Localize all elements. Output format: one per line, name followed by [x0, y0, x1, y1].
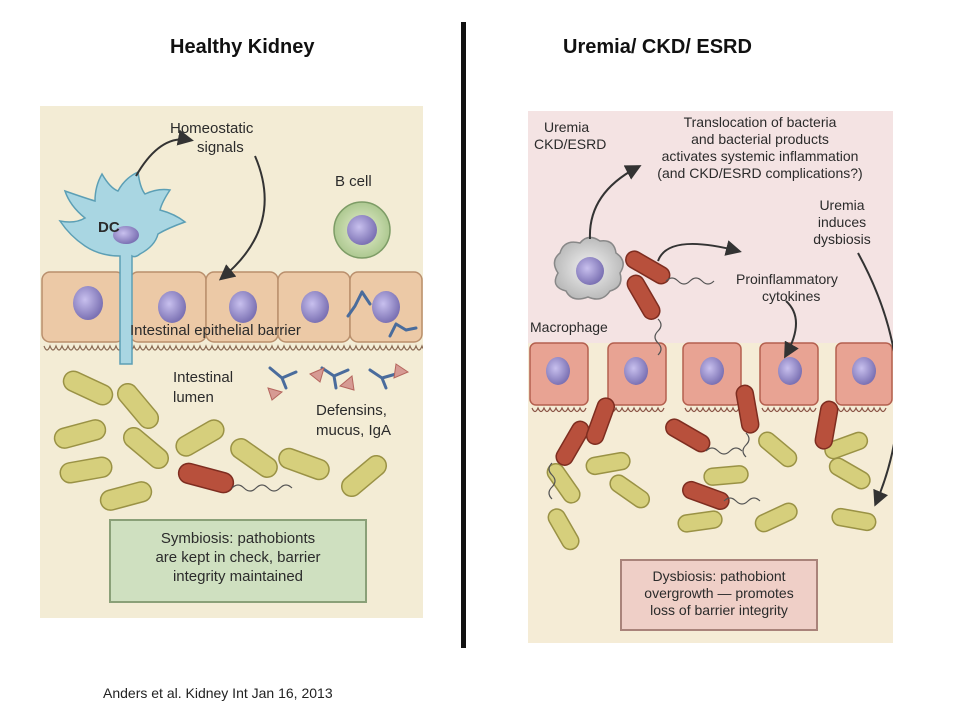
- commensal-bacteria: [53, 370, 388, 511]
- translocation-line-4: (and CKD/ESRD complications?): [657, 165, 862, 181]
- induces-line-2: induces: [818, 214, 866, 230]
- symbiosis-line-2: are kept in check, barrier: [155, 549, 320, 566]
- cytokine-arrow-out: [657, 240, 742, 262]
- uremia-panel: Uremia CKD/ESRD Proinflammatory cytokine…: [528, 111, 893, 643]
- homeostatic-arrow-in: [218, 155, 266, 281]
- dysbiosis-line-1: Dysbiosis: pathobiont: [652, 568, 785, 584]
- dc-label: DC: [98, 219, 120, 236]
- translocation-line-3: activates systemic inflammation: [662, 148, 859, 164]
- translocation-line-1: Translocation of bacteria: [684, 114, 837, 130]
- lumen-label-2: lumen: [173, 389, 214, 406]
- homeostatic-label: Homeostatic: [170, 120, 254, 137]
- pathobiont-bacteria: [555, 250, 839, 511]
- proinflammatory-label: Proinflammatory: [736, 271, 838, 287]
- defensins-label: Defensins,: [316, 402, 387, 419]
- dysbiosis-box: [620, 559, 818, 631]
- symbiosis-line-1: Symbiosis: pathobionts: [161, 530, 315, 547]
- symbiosis-line-3: integrity maintained: [173, 568, 303, 585]
- cytokine-arrow-in: [784, 300, 799, 359]
- induces-line-1: Uremia: [819, 197, 864, 213]
- uremia-title: Uremia/ CKD/ ESRD: [563, 36, 752, 58]
- healthy-kidney-panel: Homeostatic signals DC B cell Intestinal…: [40, 106, 423, 618]
- translocation-arrow: [588, 165, 642, 240]
- b-cell-label: B cell: [335, 173, 372, 190]
- barrier-label: Intestinal epithelial barrier: [130, 322, 301, 339]
- translocation-line-2: and bacterial products: [691, 131, 829, 147]
- macrophage: [553, 236, 624, 300]
- dysbiosis-arrow: [857, 252, 893, 507]
- ckd-esrd-label: CKD/ESRD: [534, 136, 606, 152]
- signals-label: signals: [197, 139, 244, 156]
- mucus-iga-label: mucus, IgA: [316, 422, 391, 439]
- defensin-triangles: [267, 363, 410, 401]
- pathobiont-flagella: [548, 277, 761, 505]
- macrophage-label: Macrophage: [530, 319, 608, 335]
- inflamed-epithelial-cells: [529, 342, 893, 413]
- citation: Anders et al. Kidney Int Jan 16, 2013: [103, 685, 333, 701]
- cytokines-label: cytokines: [762, 288, 820, 304]
- symbiosis-box: [109, 519, 367, 603]
- dysbiosis-line-3: loss of barrier integrity: [650, 602, 788, 618]
- right-panel-upper-background: [528, 111, 893, 343]
- uremia-label: Uremia: [544, 119, 589, 135]
- panel-divider: [461, 22, 466, 648]
- homeostatic-arrow-out: [135, 129, 194, 177]
- iga-antibodies: [268, 290, 418, 390]
- dysbiosis-line-2: overgrowth — promotes: [644, 585, 793, 601]
- healthy-kidney-title: Healthy Kidney: [170, 36, 315, 58]
- lumen-label: Intestinal: [173, 369, 233, 386]
- induces-line-3: dysbiosis: [813, 231, 871, 247]
- commensal-bacteria: [546, 431, 877, 551]
- dendritic-cell: [58, 170, 187, 365]
- b-cell: [333, 201, 391, 259]
- epithelial-cells: [41, 271, 423, 351]
- pathobiont-bacterium: [177, 462, 293, 494]
